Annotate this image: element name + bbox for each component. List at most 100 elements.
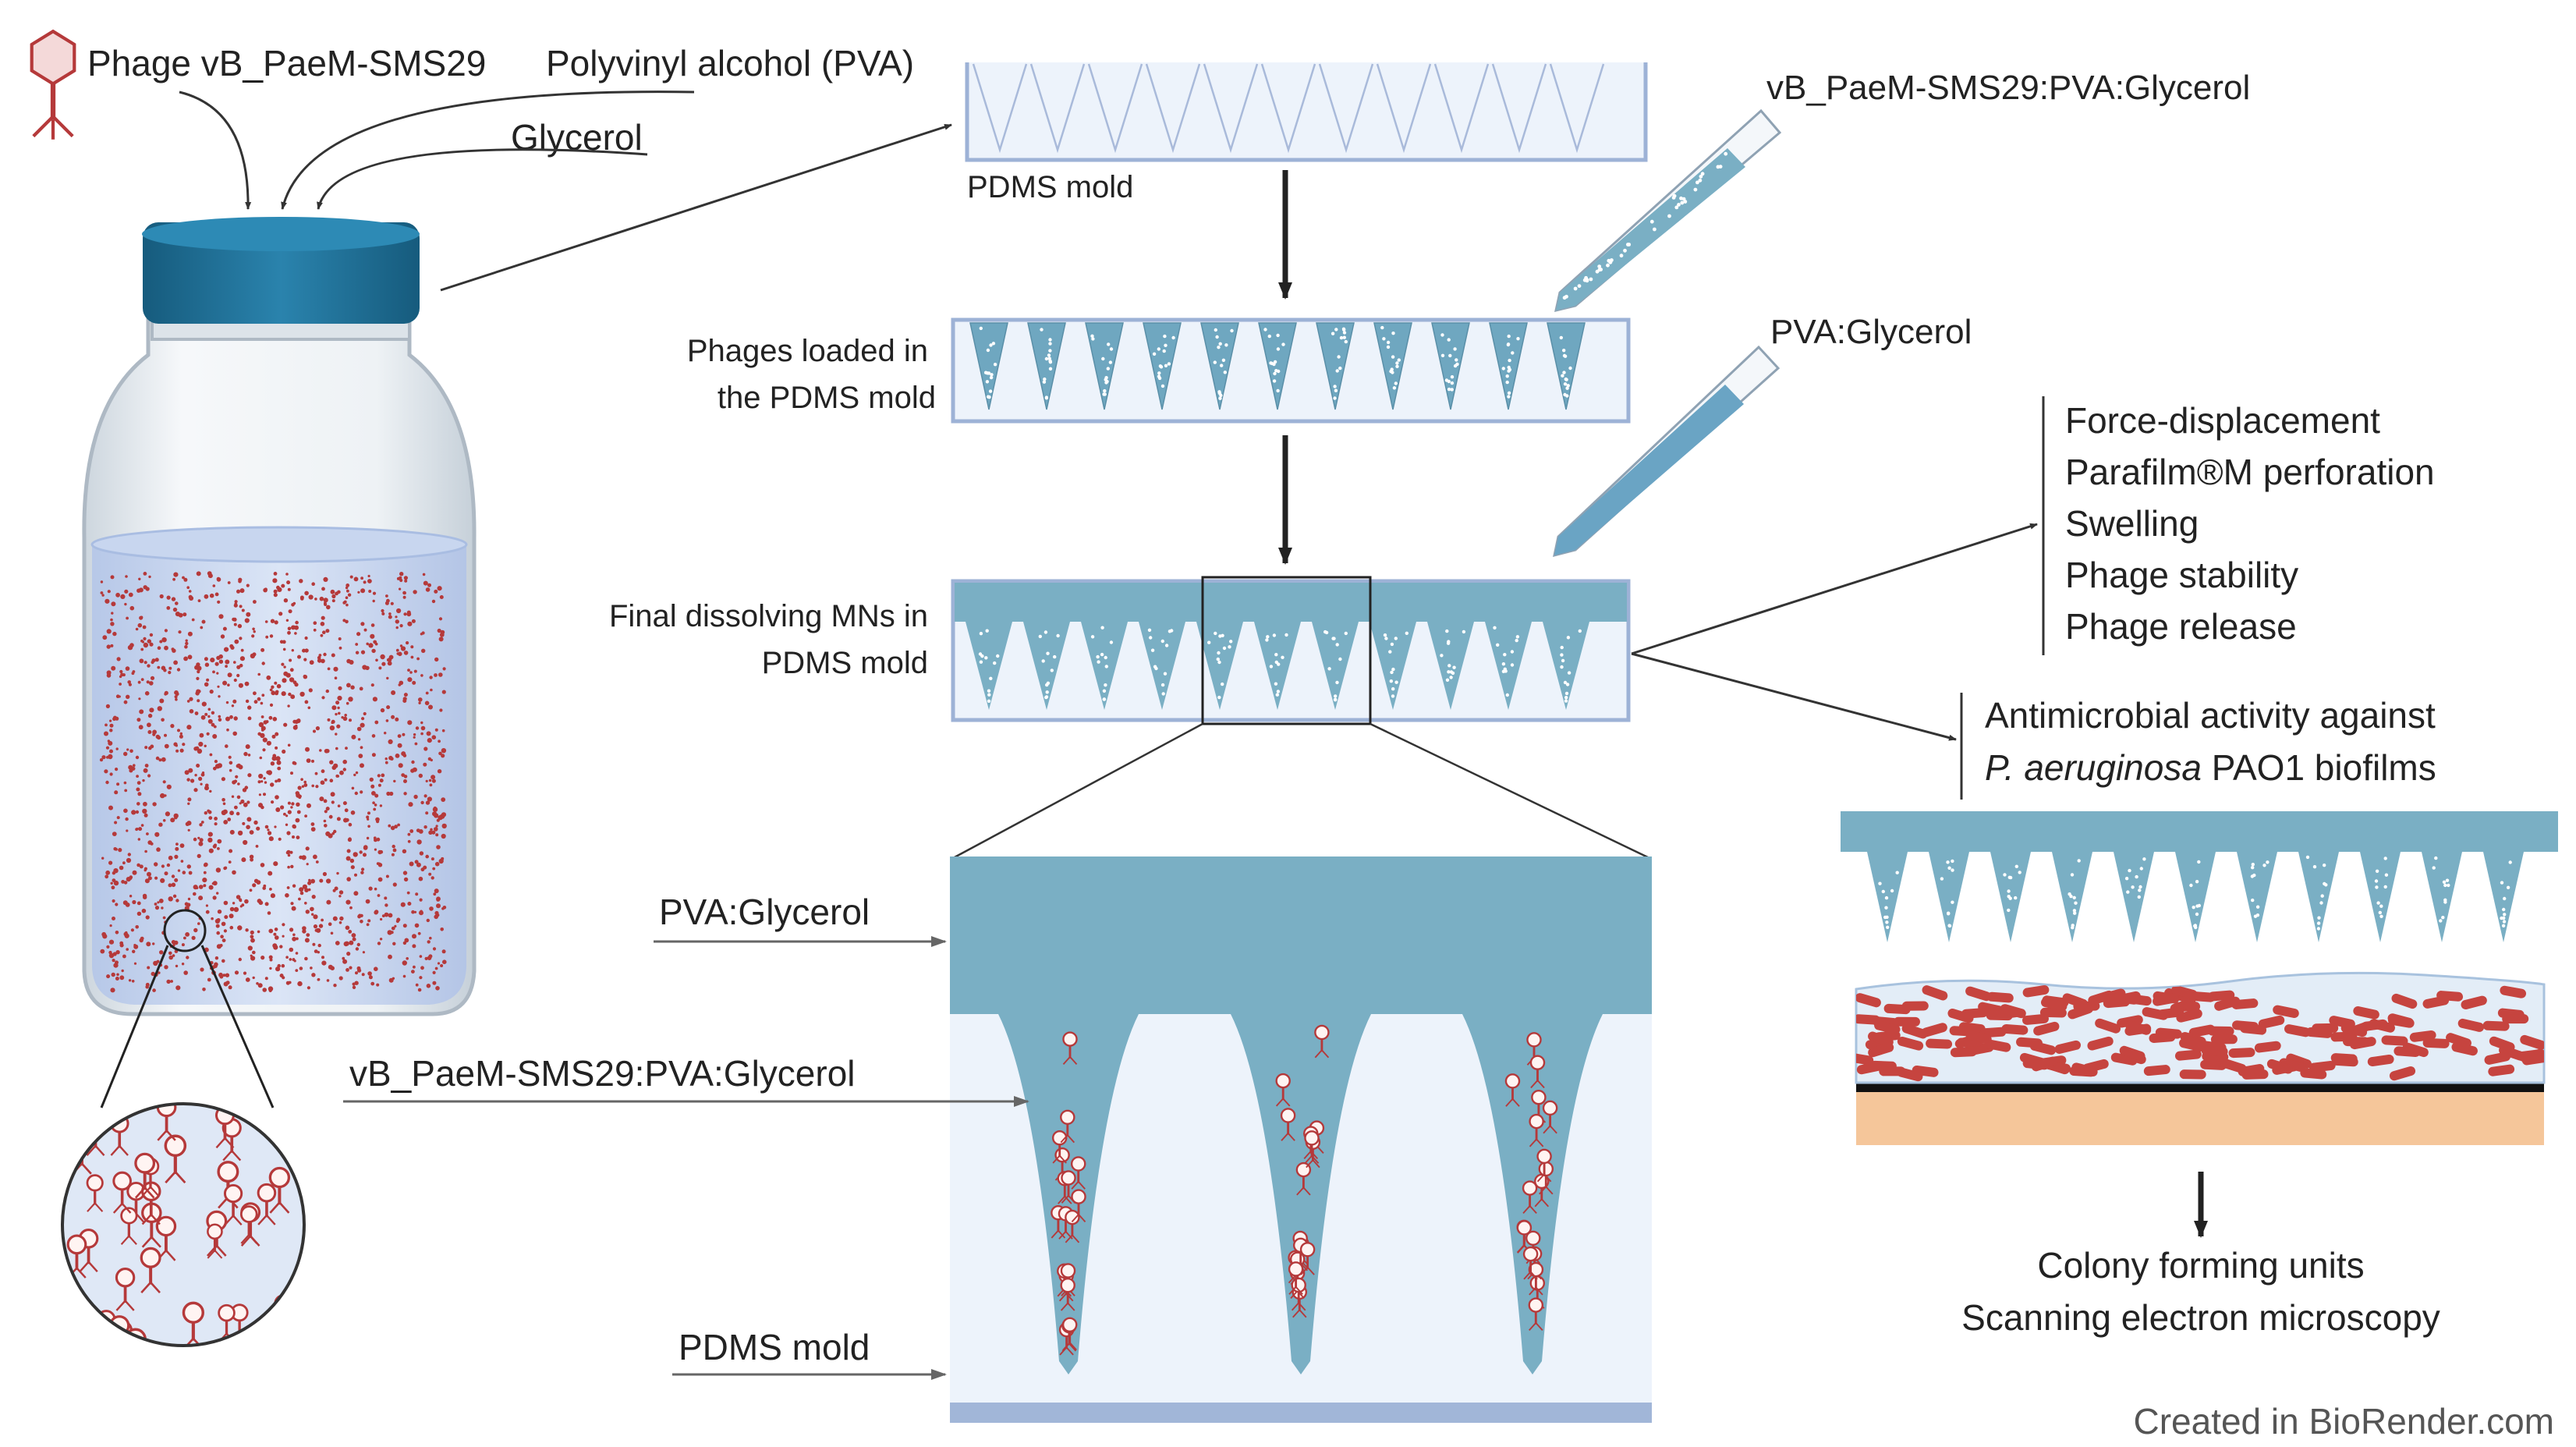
phage-dot [208, 885, 214, 890]
phage-dot [144, 878, 150, 884]
phage-dot [337, 695, 342, 701]
antimicrobial-label-line1: Antimicrobial activity against [1985, 695, 2436, 736]
phage-dot [1391, 667, 1395, 672]
phage-dot [207, 977, 211, 982]
phage-dot [1097, 660, 1100, 664]
mold-cavity [972, 63, 1028, 154]
phage-dot [440, 927, 444, 931]
final-needle [1254, 622, 1301, 710]
phage-dot [240, 799, 245, 804]
phage-dot [1515, 638, 1518, 643]
phage-dot [1562, 353, 1567, 358]
phage-dot [271, 734, 276, 739]
phage-dot [269, 703, 274, 708]
phage-dot [232, 870, 236, 875]
phage-dot [1103, 388, 1107, 393]
phage-dot [265, 635, 269, 639]
bacterium [2201, 1045, 2228, 1057]
phage-dot [426, 984, 431, 988]
phage-dot [1597, 264, 1602, 268]
phage-dot [416, 839, 422, 845]
phage-dot [372, 697, 377, 702]
phage-dot [2316, 921, 2321, 925]
phage-dot [431, 830, 436, 835]
phage-dot [2072, 896, 2076, 900]
phage-dot [171, 597, 176, 601]
phage-dot [1565, 683, 1570, 686]
phage-dot [434, 589, 438, 594]
phage-dot [137, 838, 140, 841]
phage-dot [319, 878, 324, 883]
phage-dot [207, 715, 211, 718]
phage-dot [1881, 889, 1885, 894]
zoom-pva-baseplate [950, 856, 1652, 1014]
phage-dot [150, 744, 154, 749]
phage-dot [268, 871, 273, 876]
phage-particle [1304, 1130, 1320, 1164]
phage-dot [1383, 633, 1387, 637]
phage-dot [1269, 361, 1273, 365]
phage-dot [2142, 857, 2146, 861]
phage-dot [1222, 646, 1227, 651]
phage-dot [419, 851, 424, 856]
pva-glycerol-baseplate [955, 583, 1627, 622]
phage-dot [347, 593, 352, 597]
phage-dot [153, 960, 158, 966]
phage-dot [370, 623, 375, 627]
phage-dot [435, 825, 438, 828]
phage-dot [355, 771, 359, 775]
phage-dot [217, 910, 222, 914]
phage-dot [1273, 371, 1277, 376]
phage-dot [434, 827, 438, 832]
phage-dot [342, 801, 347, 806]
phage-dot [137, 680, 141, 684]
phage-dot [304, 636, 308, 640]
phage-dot [339, 770, 344, 775]
phage-dot [140, 678, 144, 681]
phage-particle [1529, 1113, 1544, 1147]
phage-dot [132, 949, 136, 954]
phage-dot [157, 646, 161, 650]
phage-dot [264, 902, 269, 906]
phage-particle [120, 1207, 138, 1245]
phage-dot [178, 630, 182, 634]
phage-dot [391, 926, 395, 931]
phage-dot [302, 929, 306, 934]
phage-dot [324, 824, 328, 828]
phage-dot [431, 876, 434, 880]
phage-dot [267, 911, 271, 915]
phage-dot [227, 581, 231, 584]
phage-dot [323, 819, 327, 823]
phage-dot [217, 600, 221, 604]
phage-dot [204, 594, 209, 599]
phage-dot [423, 794, 427, 798]
phage-dot [126, 748, 129, 751]
phage-dot [338, 711, 341, 715]
phage-dot [214, 592, 219, 597]
phage-dot [311, 759, 314, 763]
phage-dot [321, 696, 325, 700]
phage-dot [390, 757, 394, 761]
phage-dot [200, 772, 205, 777]
bacterium [2125, 1020, 2152, 1035]
phage-dot [143, 637, 147, 641]
phage-dot [292, 884, 296, 888]
phage-dot [200, 626, 204, 630]
phage-dot [404, 579, 408, 583]
phage-dot [351, 933, 356, 938]
phage-dot [319, 749, 322, 752]
bacterium [2279, 1058, 2305, 1072]
phage-dot [322, 630, 326, 634]
phage-dot [1391, 355, 1395, 359]
phage-dot [335, 712, 338, 716]
phage-dot [253, 820, 258, 825]
phage-dot [310, 827, 316, 832]
phage-dot [193, 837, 197, 842]
phage-dot [418, 773, 423, 778]
phage-dot [432, 981, 437, 985]
phage-dot [1221, 682, 1224, 686]
phage-dot [147, 639, 151, 644]
bacterium [2142, 1007, 2169, 1020]
phage-dot [270, 893, 275, 899]
phage-dot [239, 899, 243, 903]
